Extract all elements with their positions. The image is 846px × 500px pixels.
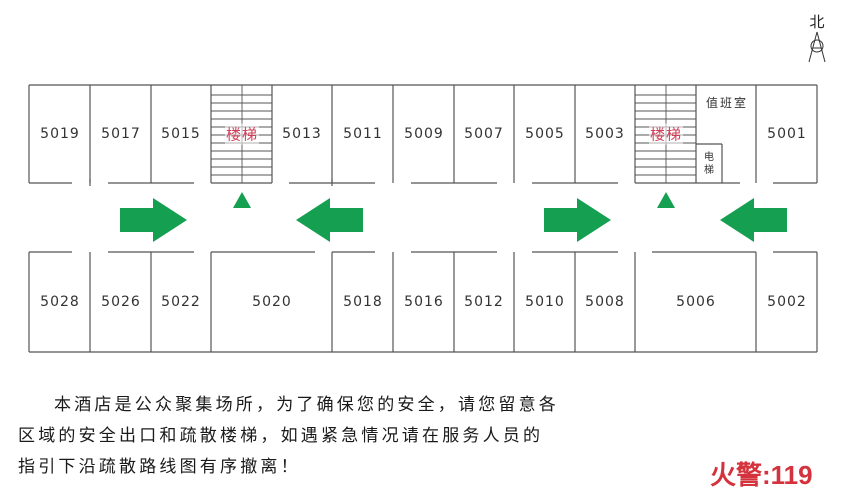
room-5017: 5017 [101,126,141,142]
room-5010: 5010 [525,294,565,310]
room-5026: 5026 [101,294,141,310]
room-5016: 5016 [404,294,444,310]
room-5003: 5003 [585,126,625,142]
north-arrow-icon [808,31,826,63]
evacuation-arrow-right-icon [544,198,611,242]
room-5028: 5028 [40,294,80,310]
elevator-label: 电梯 [704,152,714,176]
fire-alarm-number: 火警:119 [710,460,813,490]
notice-line-1: 本酒店是公众聚集场所，为了确保您的安全，请您留意各 [54,395,559,415]
stairs-label-east: 楼梯 [648,123,684,145]
exit-marker-icon [233,192,251,208]
notice-line-3: 指引下沿疏散路线图有序撤离！ [18,457,301,477]
evacuation-arrow-left-icon [720,198,787,242]
room-5011: 5011 [343,126,383,142]
room-5008: 5008 [585,294,625,310]
room-5009: 5009 [404,126,444,142]
room-5002: 5002 [767,294,807,310]
compass: 北 [805,14,829,68]
room-5013: 5013 [282,126,322,142]
room-5001: 5001 [767,126,807,142]
notice-line-2: 区域的安全出口和疏散楼梯，如遇紧急情况请在服务人员的 [18,426,544,446]
duty-room-label: 值班室 [706,96,749,110]
room-5007: 5007 [464,126,504,142]
stairs-label-west: 楼梯 [224,123,260,145]
room-5005: 5005 [525,126,565,142]
evacuation-arrow-right-icon [120,198,187,242]
room-5019: 5019 [40,126,80,142]
room-5018: 5018 [343,294,383,310]
room-5015: 5015 [161,126,201,142]
room-5020: 5020 [252,294,292,310]
room-5006: 5006 [676,294,716,310]
evacuation-arrow-left-icon [296,198,363,242]
room-5012: 5012 [464,294,504,310]
evacuation-notice: 本酒店是公众聚集场所，为了确保您的安全，请您留意各 区域的安全出口和疏散楼梯，如… [18,390,658,483]
room-5022: 5022 [161,294,201,310]
exit-marker-icon [657,192,675,208]
north-label: 北 [809,13,825,31]
